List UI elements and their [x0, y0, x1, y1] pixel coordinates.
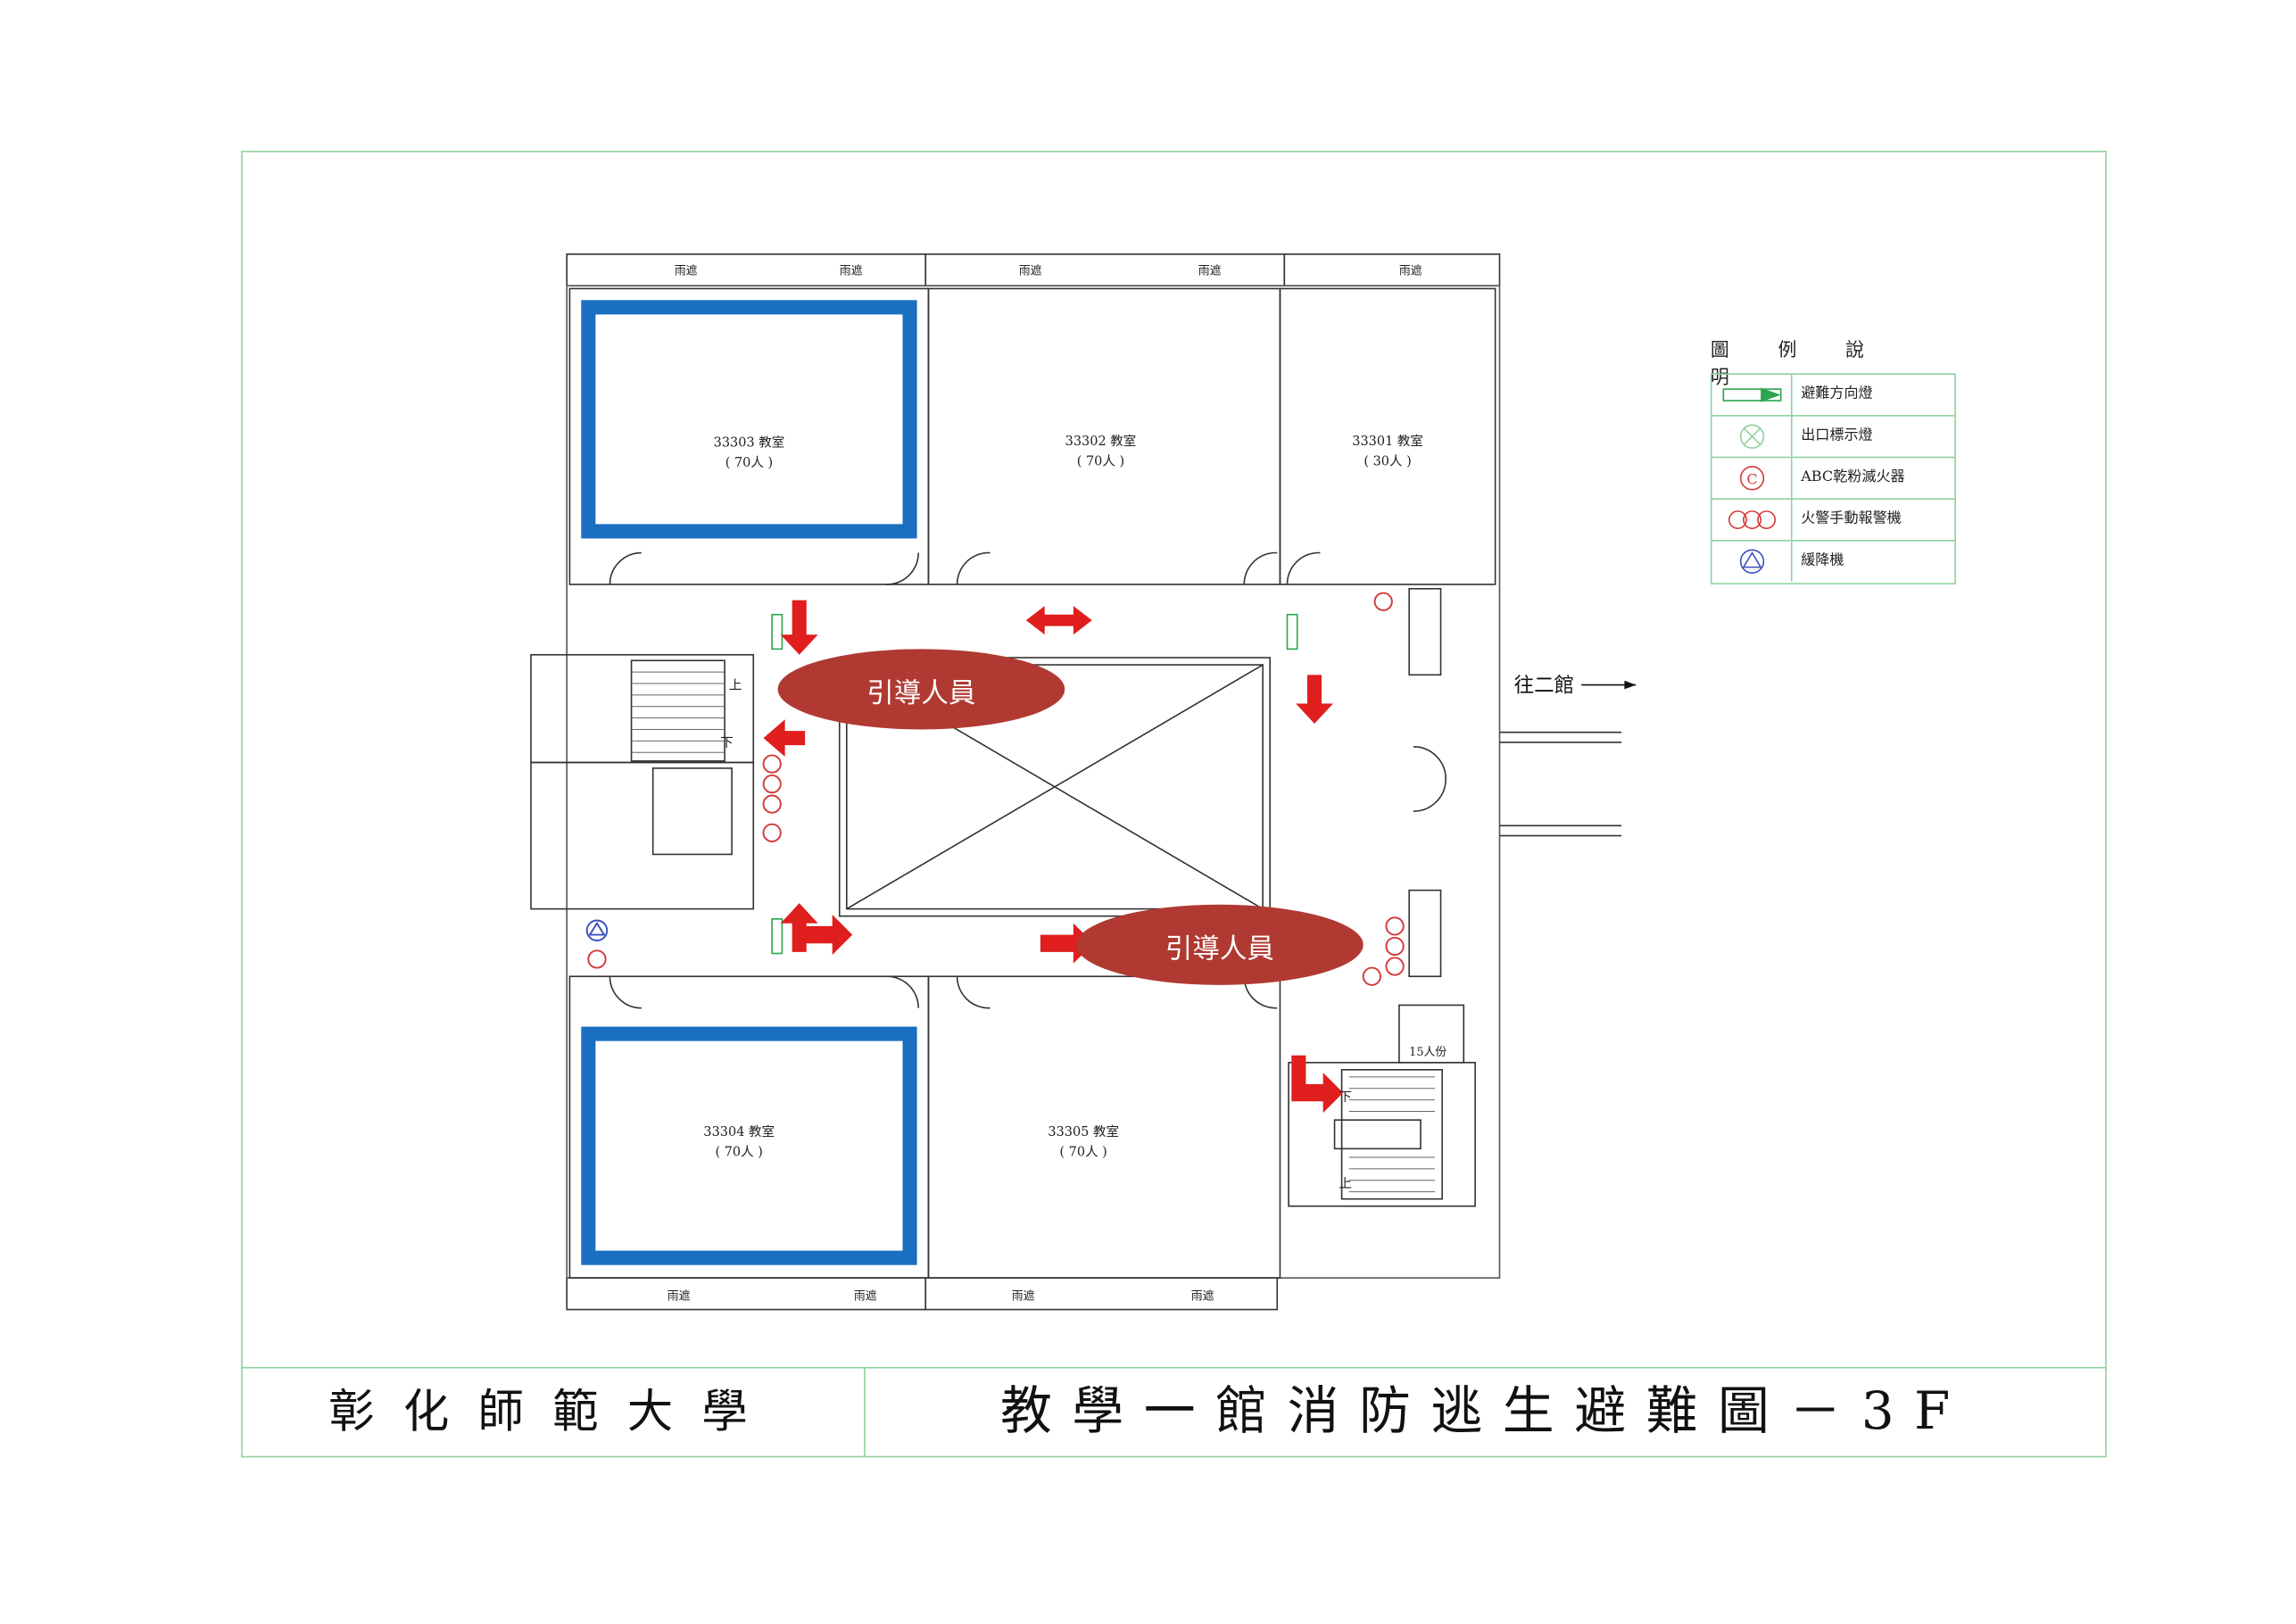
- fire-extinguisher-icon: [1373, 592, 1393, 611]
- window-label: 雨遮: [1398, 264, 1422, 278]
- university-name: 彰化師範大學: [328, 1384, 776, 1439]
- legend-row: 出口標示燈: [1712, 416, 1955, 459]
- fire-alarm-icon: [1712, 499, 1793, 541]
- legend-label: 出口標示燈: [1801, 427, 1873, 444]
- fire-alarm-icon: [762, 774, 782, 794]
- descender-icon: [1712, 541, 1793, 582]
- to-building-2-label: 往二館: [1513, 675, 1575, 699]
- room-33301-label: 33301 教室 ( 30人 ): [1302, 432, 1474, 472]
- legend-row: 火警手動報警機: [1712, 499, 1955, 542]
- sheet-frame: [241, 150, 2107, 1458]
- exit-sign-icon: [1712, 416, 1793, 457]
- legend-row: 避難方向燈: [1712, 374, 1955, 417]
- window-label: 雨遮: [853, 1289, 877, 1303]
- room-number: 33303 教室: [713, 436, 785, 452]
- evac-arrow-right: [799, 915, 853, 956]
- evac-arrow-left: [763, 719, 806, 758]
- fire-alarm-icon: [1385, 936, 1405, 957]
- fire-alarm-icon: [1385, 916, 1405, 936]
- sheet-title: 教學一館消防逃生避難圖－3F: [999, 1382, 1970, 1442]
- room-capacity: ( 70人 ): [1076, 455, 1125, 470]
- room-capacity: ( 70人 ): [725, 456, 774, 471]
- descender-icon: [585, 919, 609, 941]
- evac-arrow-down: [780, 600, 818, 655]
- room-capacity: ( 30人 ): [1364, 455, 1412, 470]
- room-33304-highlight: [581, 1026, 917, 1265]
- room-33303-highlight: [581, 300, 917, 539]
- stair-down-label: 下: [720, 736, 734, 751]
- title-bar: [241, 1366, 2107, 1457]
- room-33303-label: 33303 教室 ( 70人 ): [663, 434, 835, 474]
- fire-alarm-icon: [762, 794, 782, 814]
- evac-arrow-both: [1025, 606, 1092, 635]
- green-arrow-icon: [1712, 374, 1793, 416]
- fire-alarm-icon: [1385, 957, 1405, 976]
- stair-up-label: 上: [1339, 1177, 1352, 1192]
- window-label: 雨遮: [667, 1289, 691, 1303]
- guide-ellipse: [777, 649, 1065, 730]
- room-number: 33301 教室: [1352, 435, 1423, 450]
- svg-text:C: C: [1746, 470, 1757, 487]
- fire-alarm-icon: [762, 754, 782, 774]
- legend-row: C ABC乾粉滅火器: [1712, 458, 1955, 500]
- room-33305-label: 33305 教室 ( 70人 ): [998, 1123, 1170, 1163]
- legend-title: 圖例說明: [1710, 340, 1913, 390]
- room-capacity: ( 70人 ): [1059, 1146, 1107, 1161]
- guide-label: 引導人員: [1165, 932, 1275, 965]
- window-label: 雨遮: [1011, 1289, 1035, 1303]
- fire-extinguisher-icon: [1362, 966, 1381, 986]
- fire-extinguisher-icon: [587, 949, 607, 969]
- room-capacity: ( 70人 ): [715, 1146, 763, 1161]
- window-label: 雨遮: [674, 264, 698, 278]
- window-label: 雨遮: [839, 264, 863, 278]
- window-label: 雨遮: [1190, 1289, 1214, 1303]
- room-33302-label: 33302 教室 ( 70人 ): [1015, 432, 1187, 472]
- legend-label: 避難方向燈: [1801, 385, 1873, 402]
- legend-row: 緩降機: [1712, 541, 1954, 584]
- room-33304-label: 33304 教室 ( 70人 ): [653, 1123, 825, 1163]
- room-number: 33305 教室: [1048, 1125, 1119, 1140]
- stair-down-label: 下: [1339, 1090, 1352, 1106]
- guide-ellipse: [1076, 904, 1364, 985]
- evac-arrow-down: [1296, 675, 1333, 725]
- elevator-label: 15人份: [1409, 1045, 1447, 1058]
- legend-label: 緩降機: [1801, 552, 1844, 569]
- legend: 避難方向燈 出口標示燈 C ABC乾粉滅火器 火警手動報警機 緩降機: [1710, 373, 1956, 584]
- legend-label: ABC乾粉滅火器: [1801, 469, 1905, 485]
- window-label: 雨遮: [1018, 264, 1042, 278]
- stair-up-label: 上: [728, 679, 742, 694]
- legend-label: 火警手動報警機: [1801, 510, 1902, 527]
- fire-extinguisher-icon: C: [1712, 458, 1793, 499]
- evac-arrow-down-right: [1291, 1055, 1344, 1114]
- guide-label: 引導人員: [866, 677, 976, 709]
- fire-extinguisher-icon: [762, 823, 782, 842]
- room-number: 33302 教室: [1065, 435, 1137, 450]
- title-divider: [864, 1366, 866, 1458]
- room-number: 33304 教室: [703, 1125, 775, 1140]
- window-label: 雨遮: [1198, 264, 1222, 278]
